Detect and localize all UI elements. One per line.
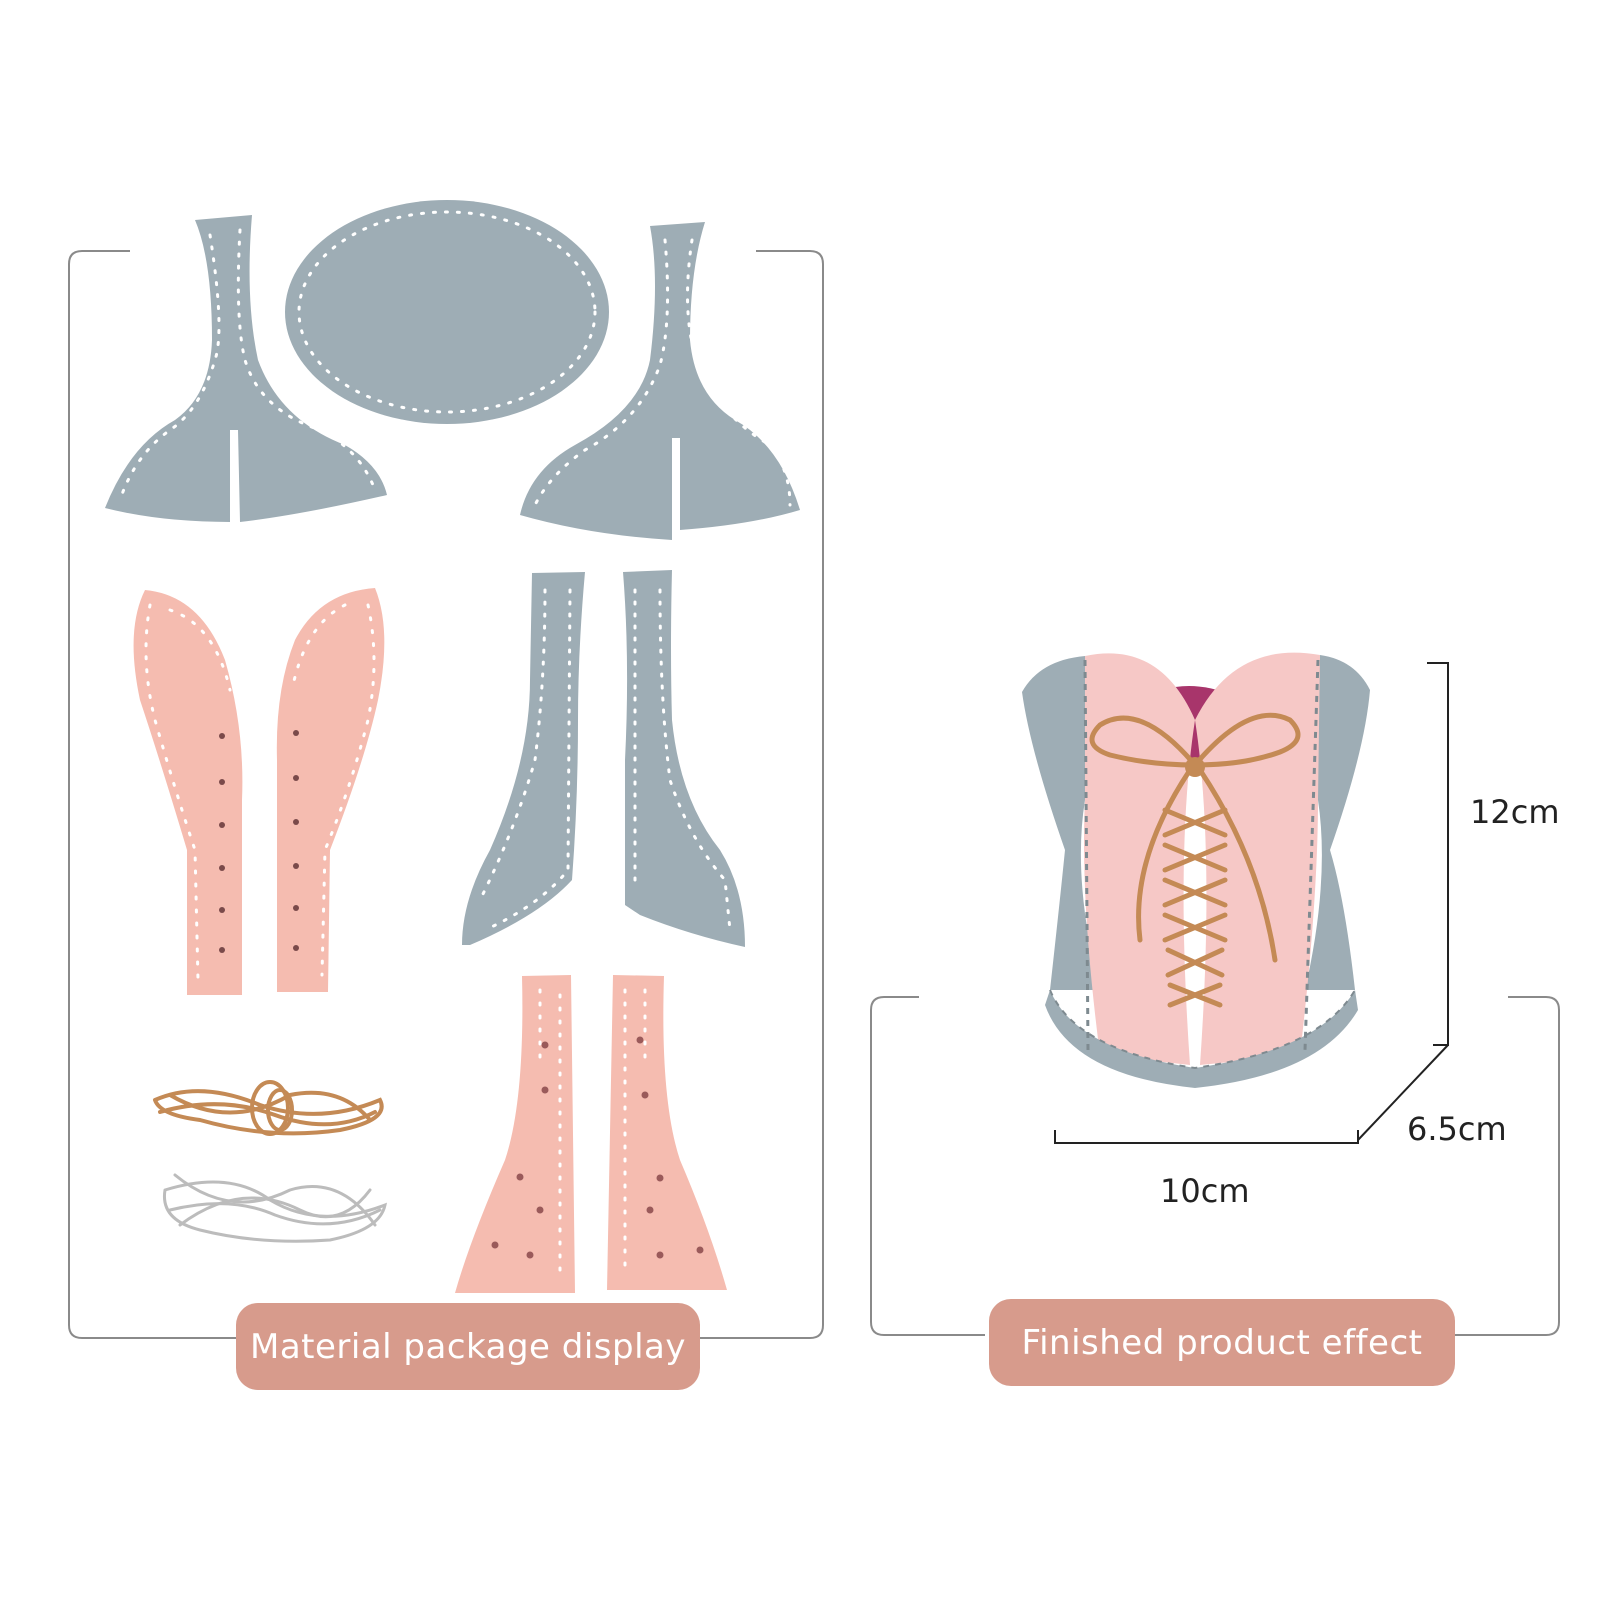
blue-piece-top-left (105, 215, 387, 522)
blue-piece-top-right (520, 222, 800, 540)
blue-piece-mid-left (462, 572, 585, 945)
blue-piece-mid-right (623, 570, 745, 947)
finished-product-label: Finished product effect (989, 1299, 1455, 1386)
width-dimension-line (1054, 1130, 1359, 1144)
material-package-label: Material package display (236, 1303, 700, 1390)
gray-cord (162, 1173, 388, 1243)
blue-oval-piece (285, 200, 609, 424)
finished-corset (1022, 652, 1370, 1088)
height-dimension-line (1427, 662, 1449, 1046)
pink-piece-bottom-left (455, 975, 575, 1293)
right-panel-frame (870, 996, 1560, 1336)
pink-piece-right (276, 588, 385, 992)
depth-dimension-line (1357, 1044, 1449, 1141)
depth-dimension-label: 6.5cm (1407, 1110, 1507, 1148)
left-panel-frame (68, 250, 824, 1339)
pink-piece-bottom-right (607, 975, 727, 1290)
brown-cord (153, 1080, 384, 1136)
pink-piece-left (133, 590, 243, 995)
height-dimension-label: 12cm (1470, 793, 1560, 831)
width-dimension-label: 10cm (1160, 1172, 1250, 1210)
